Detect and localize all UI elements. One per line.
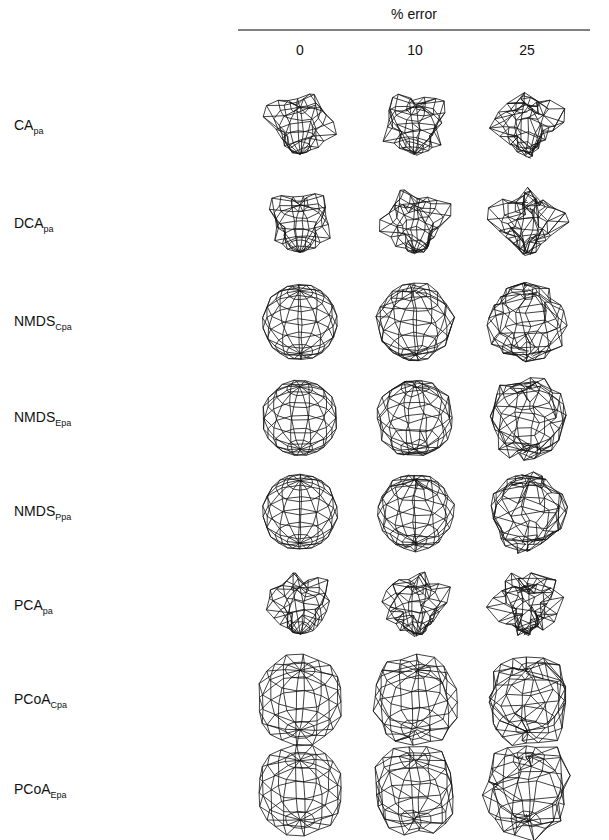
ordination-mesh bbox=[377, 381, 452, 456]
mesh-group bbox=[259, 93, 570, 840]
ordination-mesh bbox=[269, 194, 330, 253]
ordination-mesh bbox=[482, 746, 570, 840]
column-label: 25 bbox=[519, 42, 535, 58]
ordination-mesh bbox=[383, 94, 445, 155]
method-subscript: pa bbox=[44, 224, 54, 234]
method-subscript: Epa bbox=[55, 418, 71, 428]
ordination-mesh bbox=[490, 93, 565, 159]
method-name: NMDS bbox=[14, 409, 55, 425]
ordination-mesh bbox=[259, 654, 341, 746]
ordination-mesh bbox=[373, 654, 457, 745]
ordination-mesh bbox=[490, 378, 566, 461]
method-name: PCoA bbox=[14, 691, 51, 707]
ordination-mesh bbox=[263, 284, 338, 359]
ordination-mesh bbox=[266, 573, 329, 635]
row-label: PCoACpa bbox=[14, 691, 67, 709]
row-label: NMDSPpa bbox=[14, 503, 71, 521]
axis-title: % error bbox=[391, 6, 437, 22]
ordination-mesh bbox=[263, 380, 336, 455]
method-subscript: Cpa bbox=[51, 700, 68, 710]
method-subscript: Epa bbox=[51, 790, 67, 800]
row-label: PCApa bbox=[14, 597, 53, 615]
ordination-mesh bbox=[487, 283, 567, 362]
method-name: NMDS bbox=[14, 313, 55, 329]
method-name: PCA bbox=[14, 597, 43, 613]
ordination-mesh bbox=[263, 474, 338, 549]
row-label: CApa bbox=[14, 117, 43, 135]
ordination-mesh bbox=[382, 572, 451, 637]
ordination-mesh bbox=[378, 475, 455, 552]
ordination-mesh bbox=[489, 657, 565, 746]
row-label: PCoAEpa bbox=[14, 781, 67, 799]
ordination-mesh bbox=[487, 187, 569, 255]
ordination-mesh bbox=[259, 744, 341, 836]
row-label: NMDSEpa bbox=[14, 409, 71, 427]
method-subscript: pa bbox=[33, 126, 43, 136]
method-subscript: pa bbox=[43, 606, 53, 616]
row-label: NMDSCpa bbox=[14, 313, 72, 331]
row-label: DCApa bbox=[14, 215, 54, 233]
ordination-mesh bbox=[487, 573, 564, 636]
method-subscript: Ppa bbox=[55, 512, 71, 522]
column-label: 10 bbox=[407, 42, 423, 58]
ordination-mesh bbox=[380, 190, 451, 254]
method-name: CA bbox=[14, 117, 33, 133]
ordination-mesh bbox=[263, 94, 336, 155]
ordination-mesh bbox=[376, 283, 455, 361]
header-rule bbox=[238, 30, 590, 31]
ordination-mesh bbox=[491, 472, 567, 554]
method-name: DCA bbox=[14, 215, 44, 231]
method-subscript: Cpa bbox=[55, 322, 72, 332]
method-name: PCoA bbox=[14, 781, 51, 797]
ordination-mesh bbox=[375, 747, 453, 836]
method-name: NMDS bbox=[14, 503, 55, 519]
column-label: 0 bbox=[296, 42, 304, 58]
